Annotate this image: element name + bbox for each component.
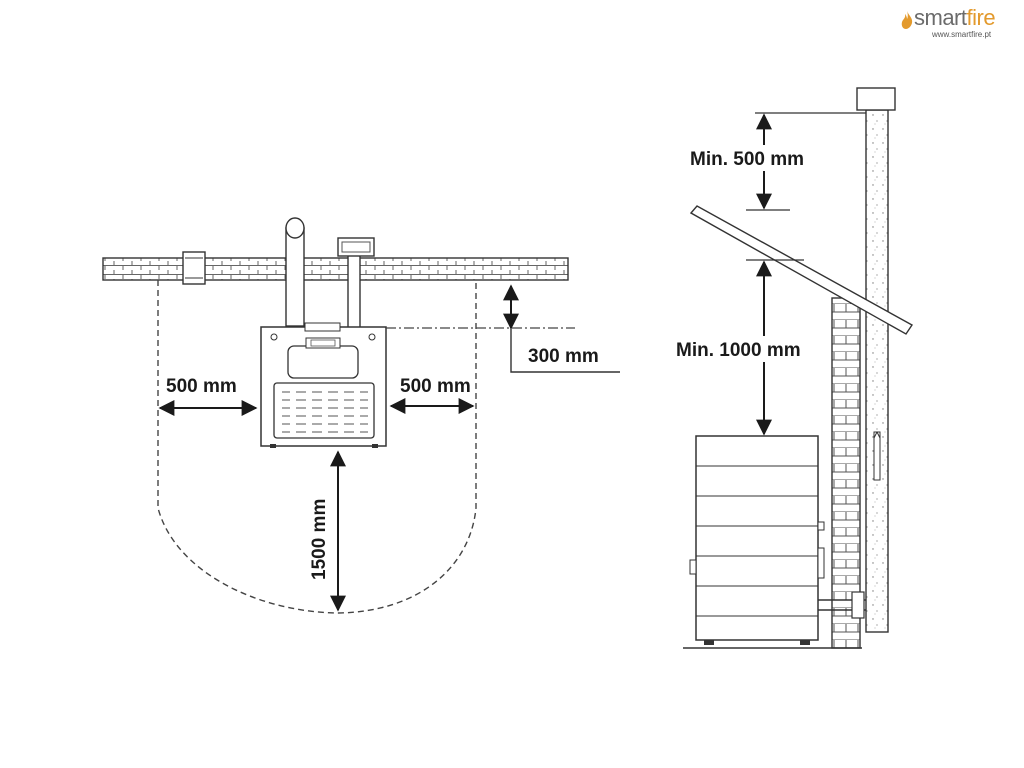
brand-url: www.smartfire.pt	[932, 30, 992, 39]
wall-bracket	[182, 251, 206, 285]
brand-logo: smartfire www.smartfire.pt	[898, 4, 1016, 44]
brand-name: smartfire	[914, 5, 996, 30]
roof	[689, 205, 914, 335]
flame-icon	[901, 11, 913, 29]
clearance-zone	[157, 280, 477, 614]
front-clearance-label: 1500 mm	[309, 499, 330, 580]
stove-door-handle	[287, 345, 359, 379]
plan-wall	[102, 257, 569, 281]
chimney-height-label: Min. 500 mm	[690, 149, 804, 170]
plan-view: 300 mm 500 mm 500 mm 1500 mm	[102, 217, 620, 614]
chimney	[865, 109, 889, 633]
chimney-cap	[856, 87, 896, 111]
stove-height-label: Min. 1000 mm	[676, 340, 801, 361]
right-clearance-label: 500 mm	[400, 376, 471, 397]
left-clearance-label: 500 mm	[166, 376, 237, 397]
side-view: Min. 500 mm Min. 1000 mm	[675, 87, 914, 649]
brand-name-part2: fire	[966, 5, 996, 30]
round-flue-pipe	[285, 227, 305, 327]
square-flue-pipe	[347, 247, 361, 329]
stove-grille	[273, 382, 375, 439]
round-flue-top	[285, 217, 305, 239]
stove-side-view	[695, 435, 819, 641]
brand-name-part1: smart	[914, 5, 967, 30]
wall-clearance-label: 300 mm	[528, 346, 599, 367]
